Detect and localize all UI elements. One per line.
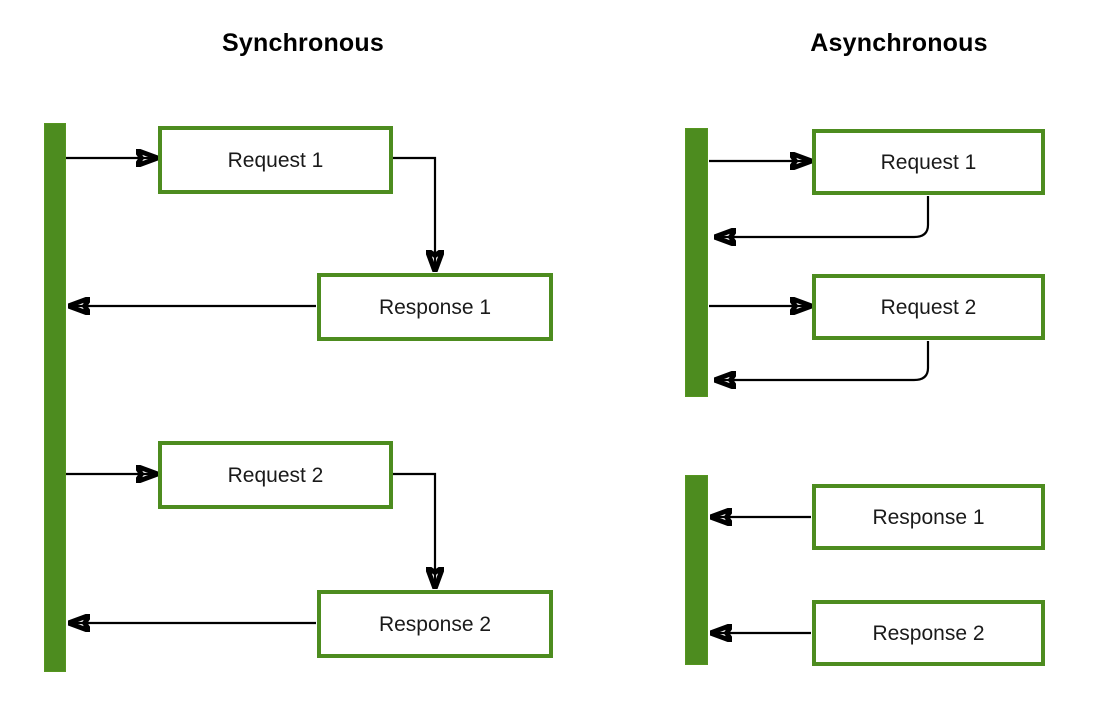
sync-arrow-request-1-to-response-1 xyxy=(393,156,435,270)
async-arrow-request-2-return xyxy=(716,341,930,380)
sync-request-1[interactable]: Request 1 xyxy=(158,126,393,194)
async-arrow-request-1-return xyxy=(716,196,930,237)
sync-request-2[interactable]: Request 2 xyxy=(158,441,393,509)
panel-title-synchronous: Synchronous xyxy=(222,29,384,57)
async-request-1[interactable]: Request 1 xyxy=(812,129,1045,195)
sync-lifeline xyxy=(44,123,66,672)
sync-response-2[interactable]: Response 2 xyxy=(317,590,553,658)
panel-title-asynchronous: Asynchronous xyxy=(810,29,988,57)
async-response-2-label: Response 2 xyxy=(872,621,985,645)
async-response-1-label: Response 1 xyxy=(872,505,985,529)
async-response-2[interactable]: Response 2 xyxy=(812,600,1045,666)
async-request-2[interactable]: Request 2 xyxy=(812,274,1045,340)
async-lifeline-bottom xyxy=(685,475,708,665)
sync-response-2-label: Response 2 xyxy=(378,612,492,636)
sync-request-1-label: Request 1 xyxy=(227,148,324,172)
async-lifeline-top xyxy=(685,128,708,397)
async-request-2-label: Request 2 xyxy=(880,295,977,319)
sync-request-2-label: Request 2 xyxy=(227,463,324,487)
sync-arrow-request-2-to-response-2 xyxy=(393,472,435,587)
sync-response-1-label: Response 1 xyxy=(378,295,492,319)
sync-response-1[interactable]: Response 1 xyxy=(317,273,553,341)
async-response-1[interactable]: Response 1 xyxy=(812,484,1045,550)
async-request-1-label: Request 1 xyxy=(880,150,977,174)
